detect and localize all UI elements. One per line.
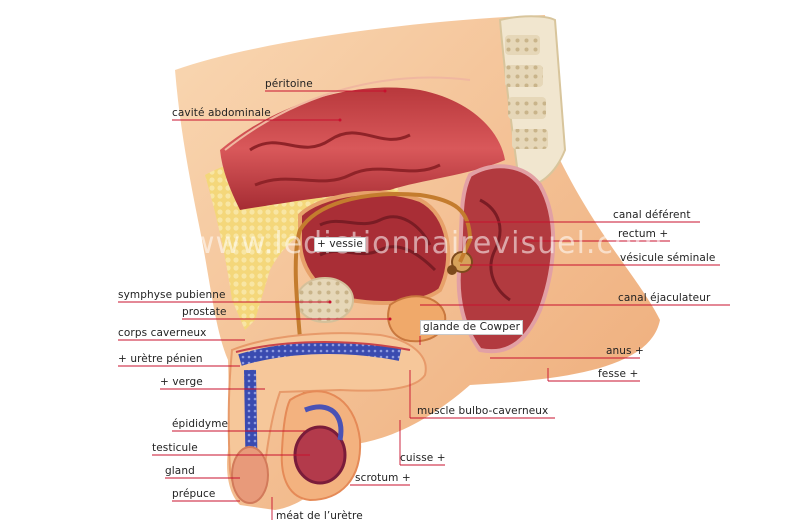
label-gland: gland <box>165 465 195 478</box>
label-glande-cowper: glande de Cowper <box>420 320 523 335</box>
label-corps-caverneux: corps caverneux <box>118 327 206 340</box>
watermark: www.ledictionnairevisuel.com <box>190 226 664 261</box>
label-fesse-link[interactable]: fesse + <box>598 368 638 381</box>
label-verge-link[interactable]: + verge <box>160 376 203 389</box>
label-vesicule-seminale: vésicule séminale <box>620 252 715 265</box>
pubic-symphysis <box>297 278 353 322</box>
label-anus-link[interactable]: anus + <box>606 345 644 358</box>
label-cuisse-link[interactable]: cuisse + <box>400 452 446 465</box>
label-canal-ejaculateur: canal éjaculateur <box>618 292 710 305</box>
label-vessie-link[interactable]: + vessie <box>314 237 366 252</box>
label-prostate: prostate <box>182 306 227 319</box>
label-uretre-penien-link[interactable]: + urètre pénien <box>118 353 203 366</box>
label-symphyse-pubienne: symphyse pubienne <box>118 289 226 302</box>
label-cavite-abdominale: cavité abdominale <box>172 107 271 120</box>
label-canal-deferent: canal déférent <box>613 209 691 222</box>
label-scrotum-link[interactable]: scrotum + <box>355 472 411 485</box>
label-rectum-link[interactable]: rectum + <box>618 228 668 241</box>
label-meat-uretre: méat de l’urètre <box>276 510 363 523</box>
label-peritoine: péritoine <box>265 78 313 91</box>
label-prepuce: prépuce <box>172 488 215 501</box>
label-muscle-bulbo-caverneux: muscle bulbo-caverneux <box>417 405 548 418</box>
label-testicule: testicule <box>152 442 198 455</box>
label-epididyme: épididyme <box>172 418 228 431</box>
